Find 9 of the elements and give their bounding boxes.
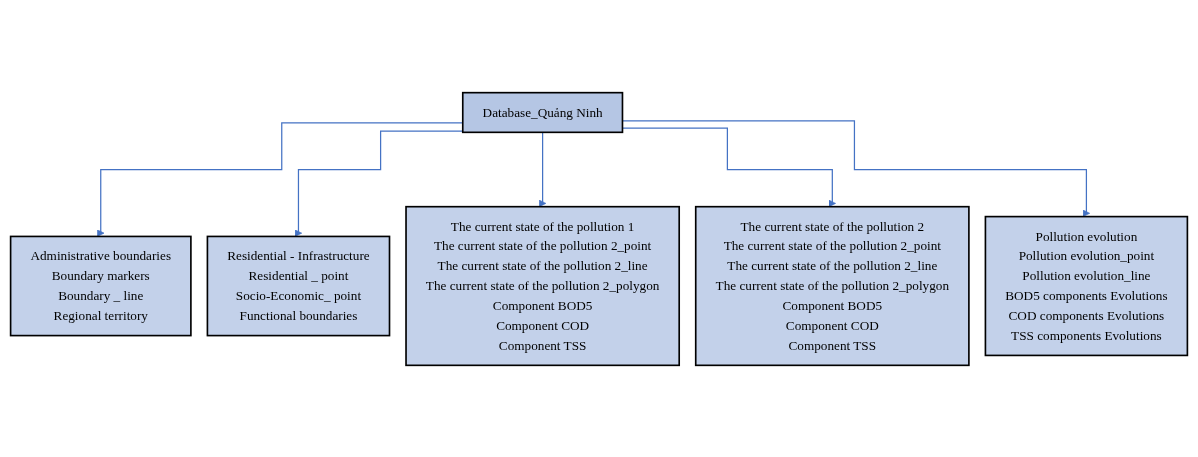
node-box: The current state of the pollution 1 The current state of the pollution 2_point The current state of the pollution 2_line The current state of the pollution 2_polygon Component BOD5 Component COD Component TSS [405,205,681,366]
arrow [294,130,464,237]
node-box: Residential - Infrastructure Residential _ point Socio-Economic_ point Functional boundaries [206,235,391,336]
node-box: Pollution evolution Pollution evolution_point Pollution evolution_line BOD5 components Evolutions COD components Evolutions TSS components Evolutions [984,215,1189,356]
arrow [539,131,547,207]
node-box: Database_Quảng Ninh [461,91,624,133]
node-box: Administrative boundaries Boundary markers Boundary _ line Regional territory [9,235,192,336]
arrow [97,121,464,237]
node-box: The current state of the pollution 2 The current state of the pollution 2_point The current state of the pollution 2_line The current state of the pollution 2_polygon Component BOD5 Component COD Component TSS [694,205,970,366]
